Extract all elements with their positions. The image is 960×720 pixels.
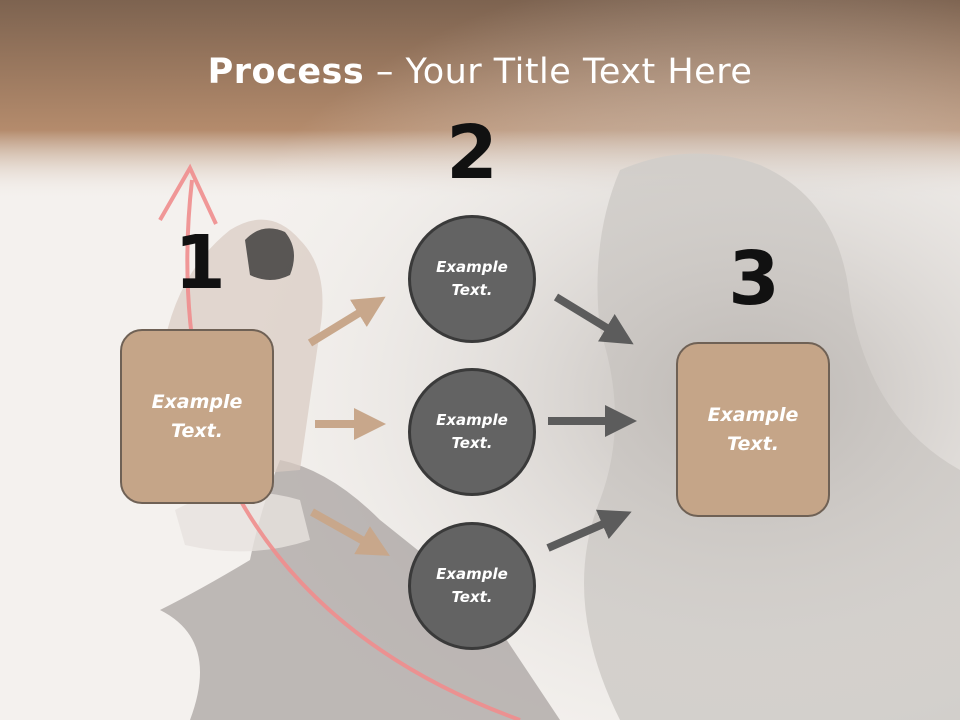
circle-top-line2: Text. xyxy=(451,281,493,299)
circle-middle-line2: Text. xyxy=(451,434,493,452)
slide-title: Process – Your Title Text Here xyxy=(0,52,960,92)
arrow-circle-bottom-to-box xyxy=(546,509,632,552)
step-1-text-line2: Text. xyxy=(171,419,223,442)
circle-bottom-line1: Example xyxy=(436,565,508,583)
circle-top-line1: Example xyxy=(436,258,508,276)
step-number-3: 3 xyxy=(728,236,780,322)
step-number-1: 1 xyxy=(174,220,226,306)
circle-bottom-line2: Text. xyxy=(451,588,493,606)
arrow-box-to-circle-bottom xyxy=(310,508,390,556)
circle-middle-line1: Example xyxy=(436,411,508,429)
title-rest: – Your Title Text Here xyxy=(364,52,753,92)
step-3-text-line1: Example xyxy=(707,403,799,426)
step-number-2: 2 xyxy=(446,110,498,196)
arrow-box-to-circle-top xyxy=(307,296,386,347)
step-1-text-line1: Example xyxy=(151,390,243,413)
step-3-text-line2: Text. xyxy=(727,432,779,455)
title-bold: Process xyxy=(207,52,365,92)
arrow-circle-top-to-box xyxy=(553,293,634,345)
